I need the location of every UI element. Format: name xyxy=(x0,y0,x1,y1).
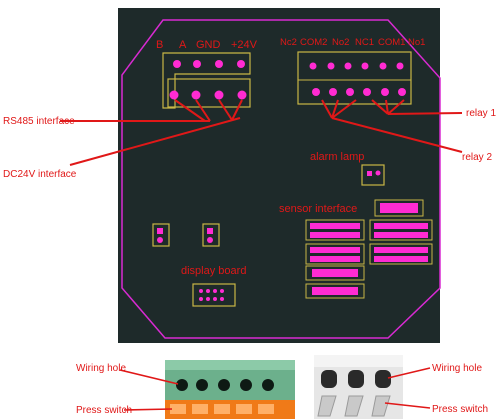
terminal-block-left xyxy=(162,52,251,109)
pin-label-gnd: GND xyxy=(196,39,221,51)
pin-label-nc1: NC1 xyxy=(355,37,374,48)
bottom-right-press-arrow xyxy=(384,402,431,409)
pin-label-no1: No1 xyxy=(408,37,425,48)
alarm-lamp-footprint xyxy=(361,164,385,186)
pin-label-24v: +24V xyxy=(231,39,258,51)
callout-dc24v: DC24V interface xyxy=(3,169,77,180)
pcb-board xyxy=(118,8,440,343)
photo-white-terminal xyxy=(314,355,403,419)
bottom-left-wiring-hole: Wiring hole xyxy=(76,363,126,374)
bottom-right-wiring-hole: Wiring hole xyxy=(432,363,482,374)
sensor-interface-label: sensor interface xyxy=(279,203,357,215)
photo-green-terminal xyxy=(165,360,295,419)
pin-label-com1: COM1 xyxy=(378,37,405,48)
pin-label-nc2: Nc2 xyxy=(280,37,297,48)
bottom-left-press-switch: Press switch xyxy=(76,405,132,416)
board-outline xyxy=(121,19,441,339)
bottom-left-press-arrow xyxy=(123,408,173,411)
alarm-lamp-label: alarm lamp xyxy=(310,151,364,163)
callout-rs485: RS485 interface xyxy=(3,116,75,127)
pin-label-no2: No2 xyxy=(332,37,349,48)
bottom-left-wiring-arrow xyxy=(119,369,179,385)
callout-relay2: relay 2 xyxy=(462,152,492,163)
bottom-right-press-switch: Press switch xyxy=(432,404,488,415)
terminal-block-relay xyxy=(297,51,412,105)
left-component-1 xyxy=(152,223,170,247)
bottom-right-wiring-arrow xyxy=(387,367,431,379)
callout-relay1: relay 1 xyxy=(466,108,496,119)
pin-label-com2: COM2 xyxy=(300,37,327,48)
pin-label-a: A xyxy=(179,39,187,51)
pin-label-b: B xyxy=(156,39,163,51)
display-board-connector xyxy=(192,283,236,307)
left-component-2 xyxy=(202,223,220,247)
display-board-label: display board xyxy=(181,265,246,277)
callout-lines xyxy=(60,99,463,166)
sensor-connectors xyxy=(305,199,433,299)
